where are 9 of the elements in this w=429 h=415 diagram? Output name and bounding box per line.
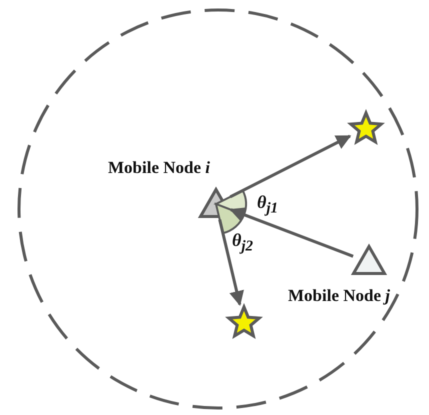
node-label: Mobile Node j bbox=[288, 286, 390, 306]
star-marker bbox=[226, 304, 262, 340]
node-label: Mobile Node i bbox=[108, 158, 210, 178]
arrow bbox=[218, 219, 244, 306]
arrow bbox=[230, 134, 352, 198]
arrow bbox=[230, 208, 354, 258]
star-marker bbox=[348, 110, 384, 146]
angle-label: θ$_{j2}$ bbox=[232, 230, 254, 256]
angle-label: θ$_{j1}$ bbox=[257, 192, 278, 218]
